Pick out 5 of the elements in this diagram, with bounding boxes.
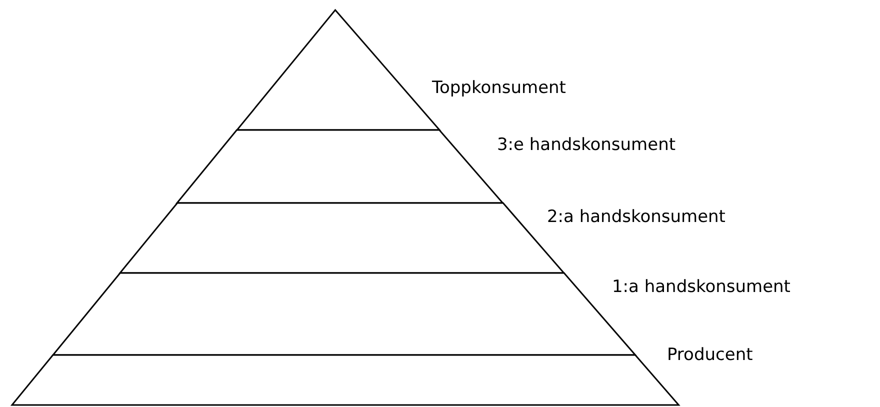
level-label: 3:e handskonsument (496, 135, 676, 155)
level-label: Producent (666, 345, 753, 365)
level-label: Toppkonsument (432, 78, 566, 98)
level-label: 1:a handskonsument (612, 277, 790, 297)
level-label: 2:a handskonsument (546, 207, 726, 227)
